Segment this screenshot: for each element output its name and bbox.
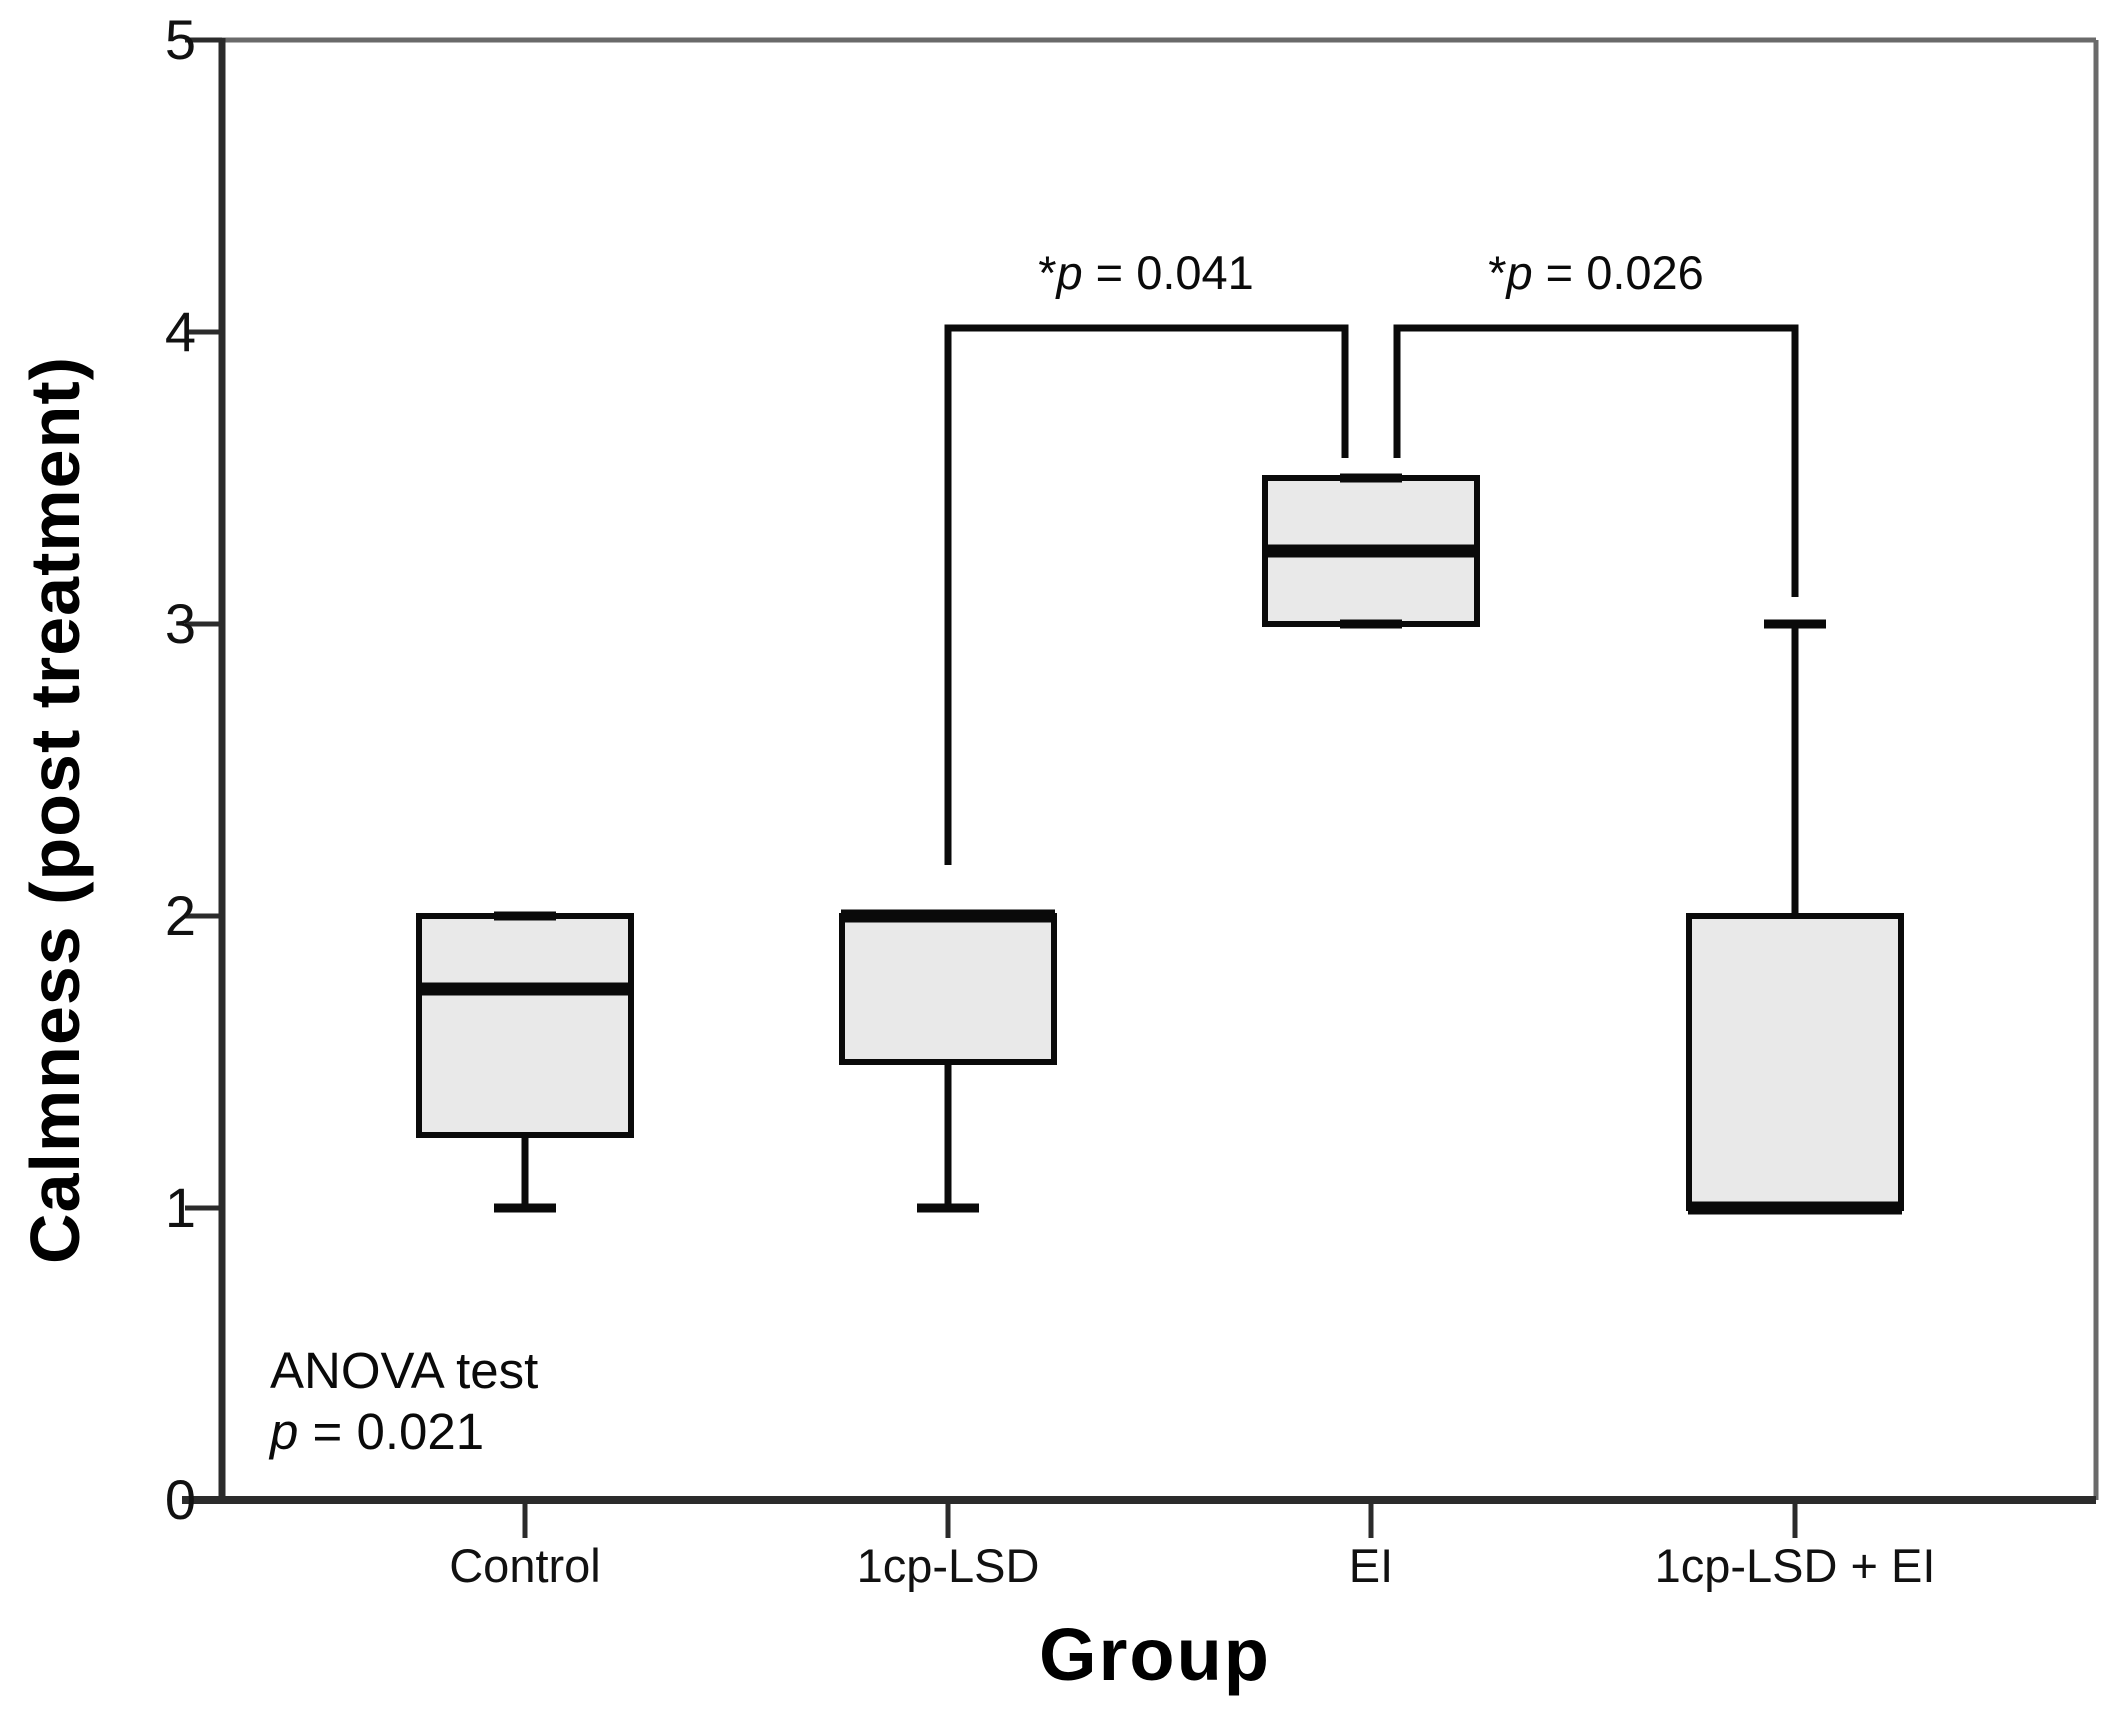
- y-tick-label-0: 0: [164, 1468, 196, 1531]
- category-label-1cp-lsd: 1cp-LSD: [856, 1539, 1040, 1592]
- significance-bracket-2: [1393, 324, 1799, 597]
- anova-p-value: p = 0.021: [270, 1401, 538, 1462]
- y-axis-title: Calmness (post treatment): [16, 356, 94, 1264]
- significance-star-2: *: [1488, 246, 1507, 299]
- box-1: [839, 913, 1057, 1065]
- significance-star-1: *: [1038, 246, 1057, 299]
- significance-p-symbol-2: p: [1506, 246, 1533, 299]
- significance-label-1: *p = 0.041: [926, 248, 1366, 298]
- significance-bracket-1: [944, 324, 1349, 865]
- anova-annotation: ANOVA test p = 0.021: [270, 1340, 538, 1462]
- y-tick-label-4: 4: [164, 300, 196, 363]
- anova-p-symbol: p: [270, 1403, 299, 1460]
- category-label-1cp-lsd-ei: 1cp-LSD + EI: [1654, 1539, 1936, 1592]
- y-tick-label-5: 5: [164, 8, 196, 71]
- x-axis-title: Group: [1039, 1613, 1271, 1696]
- significance-value-2: = 0.026: [1532, 246, 1704, 299]
- category-label-control: Control: [449, 1539, 601, 1592]
- box-0: [416, 913, 634, 1138]
- significance-label-2: *p = 0.026: [1376, 248, 1816, 298]
- category-label-ei: EI: [1348, 1539, 1394, 1592]
- box-3: [1686, 913, 1904, 1211]
- significance-p-symbol-1: p: [1056, 246, 1083, 299]
- y-tick-label-3: 3: [164, 592, 196, 655]
- y-tick-label-1: 1: [164, 1176, 196, 1239]
- anova-test-label: ANOVA test: [270, 1342, 539, 1399]
- y-tick-label-2: 2: [164, 884, 196, 947]
- anova-p-rest: = 0.021: [298, 1403, 485, 1460]
- significance-value-1: = 0.041: [1082, 246, 1254, 299]
